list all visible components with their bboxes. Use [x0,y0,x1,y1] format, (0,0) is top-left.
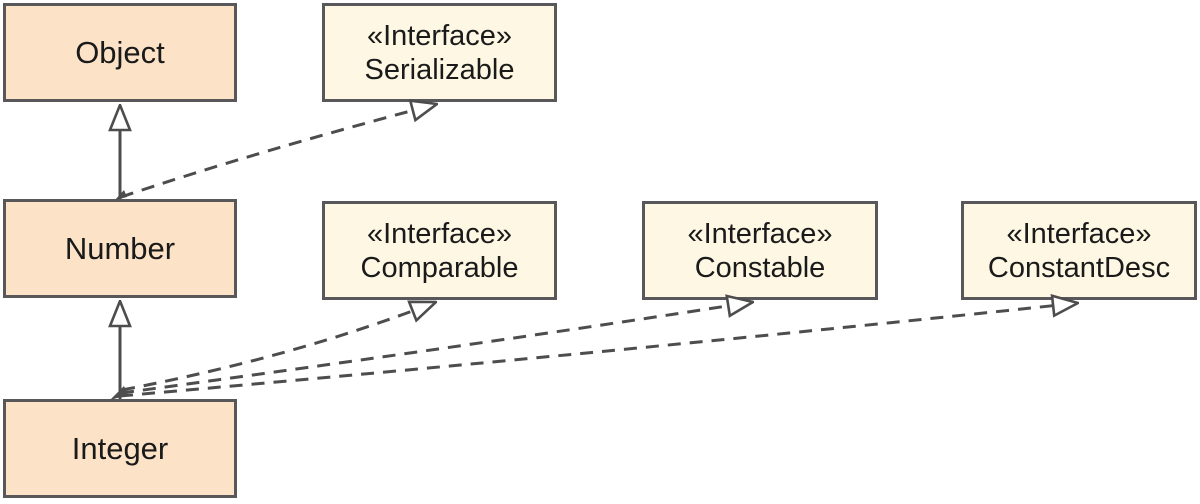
interface-node-serializable: «Interface» Serializable [322,3,557,102]
interface-name: Comparable [360,251,519,284]
interface-node-comparable: «Interface» Comparable [322,201,557,300]
edge-number-realization-serializable [120,104,437,199]
edge-integer-realization-comparable [121,302,436,392]
class-node-object: Object [3,3,237,102]
class-node-integer: Integer [3,399,237,498]
interface-node-constable: «Interface» Constable [642,201,878,300]
stereotype-label: «Interface» [366,19,513,52]
class-node-number: Number [3,199,237,298]
interface-node-constantdesc: «Interface» ConstantDesc [961,201,1197,300]
class-name: Object [75,34,165,70]
interface-name: Constable [694,251,826,284]
class-name: Number [64,230,176,266]
interface-name: ConstantDesc [987,251,1171,284]
stereotype-label: «Interface» [687,217,833,250]
class-name: Integer [71,430,169,466]
interface-name: Serializable [364,53,515,86]
stereotype-label: «Interface» [1006,217,1152,250]
edge-integer-realization-constantdesc [119,303,1078,398]
edge-junction-wedge-integer [110,386,128,400]
edge-integer-realization-constable [120,302,753,395]
stereotype-label: «Interface» [366,217,513,250]
